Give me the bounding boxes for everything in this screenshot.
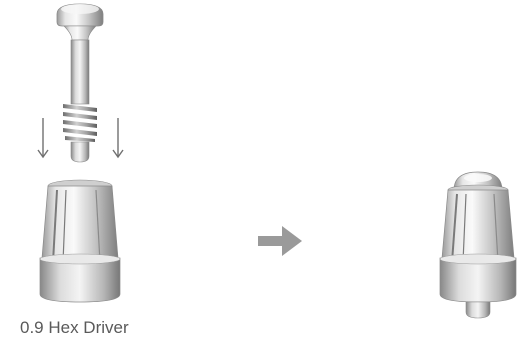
screw-icon [57, 4, 103, 162]
down-arrow-icon [38, 118, 48, 157]
abutment-icon [40, 180, 120, 302]
caption-label: 0.9 Hex Driver [20, 318, 220, 338]
right-arrow-icon [258, 226, 302, 256]
thread-icon [63, 104, 97, 142]
down-arrow-icon [113, 118, 123, 157]
assembled-abutment-icon [440, 172, 516, 318]
